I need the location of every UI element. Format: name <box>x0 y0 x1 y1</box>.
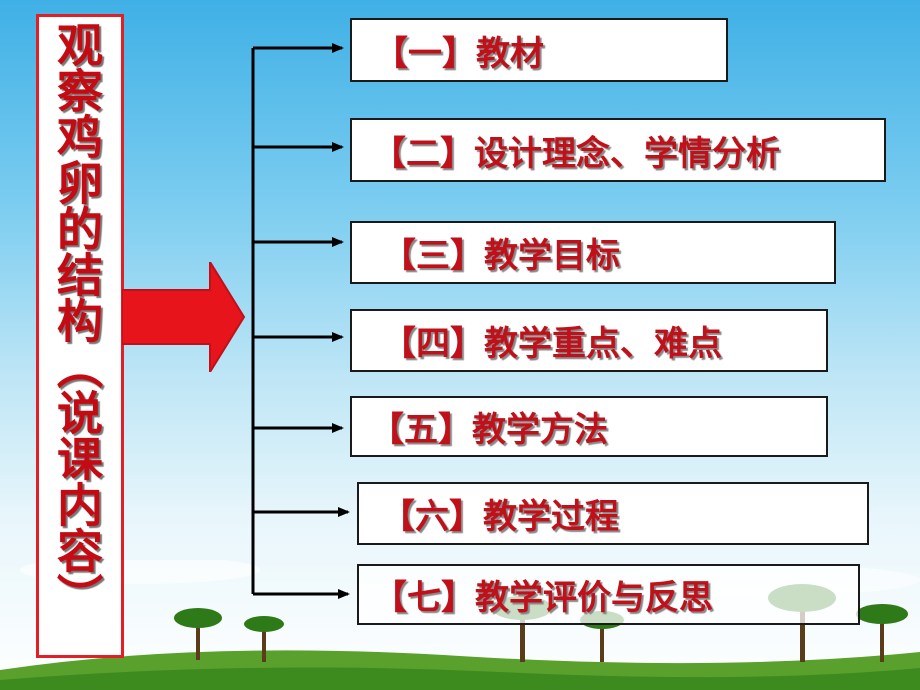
item-box-6: 【六】教学过程 <box>357 482 869 545</box>
item-box-5: 【五】教学方法 <box>350 396 828 457</box>
item-box-1: 【一】教材 <box>350 18 728 82</box>
item-box-3: 【三】教学目标 <box>350 221 836 284</box>
item-label-2: 【二】设计理念、学情分析 <box>372 133 780 174</box>
item-label-7: 【七】教学评价与反思 <box>373 578 713 618</box>
item-box-4: 【四】教学重点、难点 <box>350 309 828 372</box>
title-box: 观察鸡卵的结构（说课内容） <box>36 14 124 658</box>
item-label-3: 【三】教学目标 <box>382 236 620 276</box>
item-label-1: 【一】教材 <box>374 33 544 74</box>
item-label-5: 【五】教学方法 <box>370 410 608 450</box>
page-title: 观察鸡卵的结构（说课内容） <box>50 21 104 619</box>
item-label-4: 【四】教学重点、难点 <box>382 324 722 364</box>
item-label-6: 【六】教学过程 <box>381 497 619 537</box>
item-box-7: 【七】教学评价与反思 <box>357 564 860 625</box>
item-box-2: 【二】设计理念、学情分析 <box>350 118 886 182</box>
main-arrow-icon <box>122 262 246 372</box>
